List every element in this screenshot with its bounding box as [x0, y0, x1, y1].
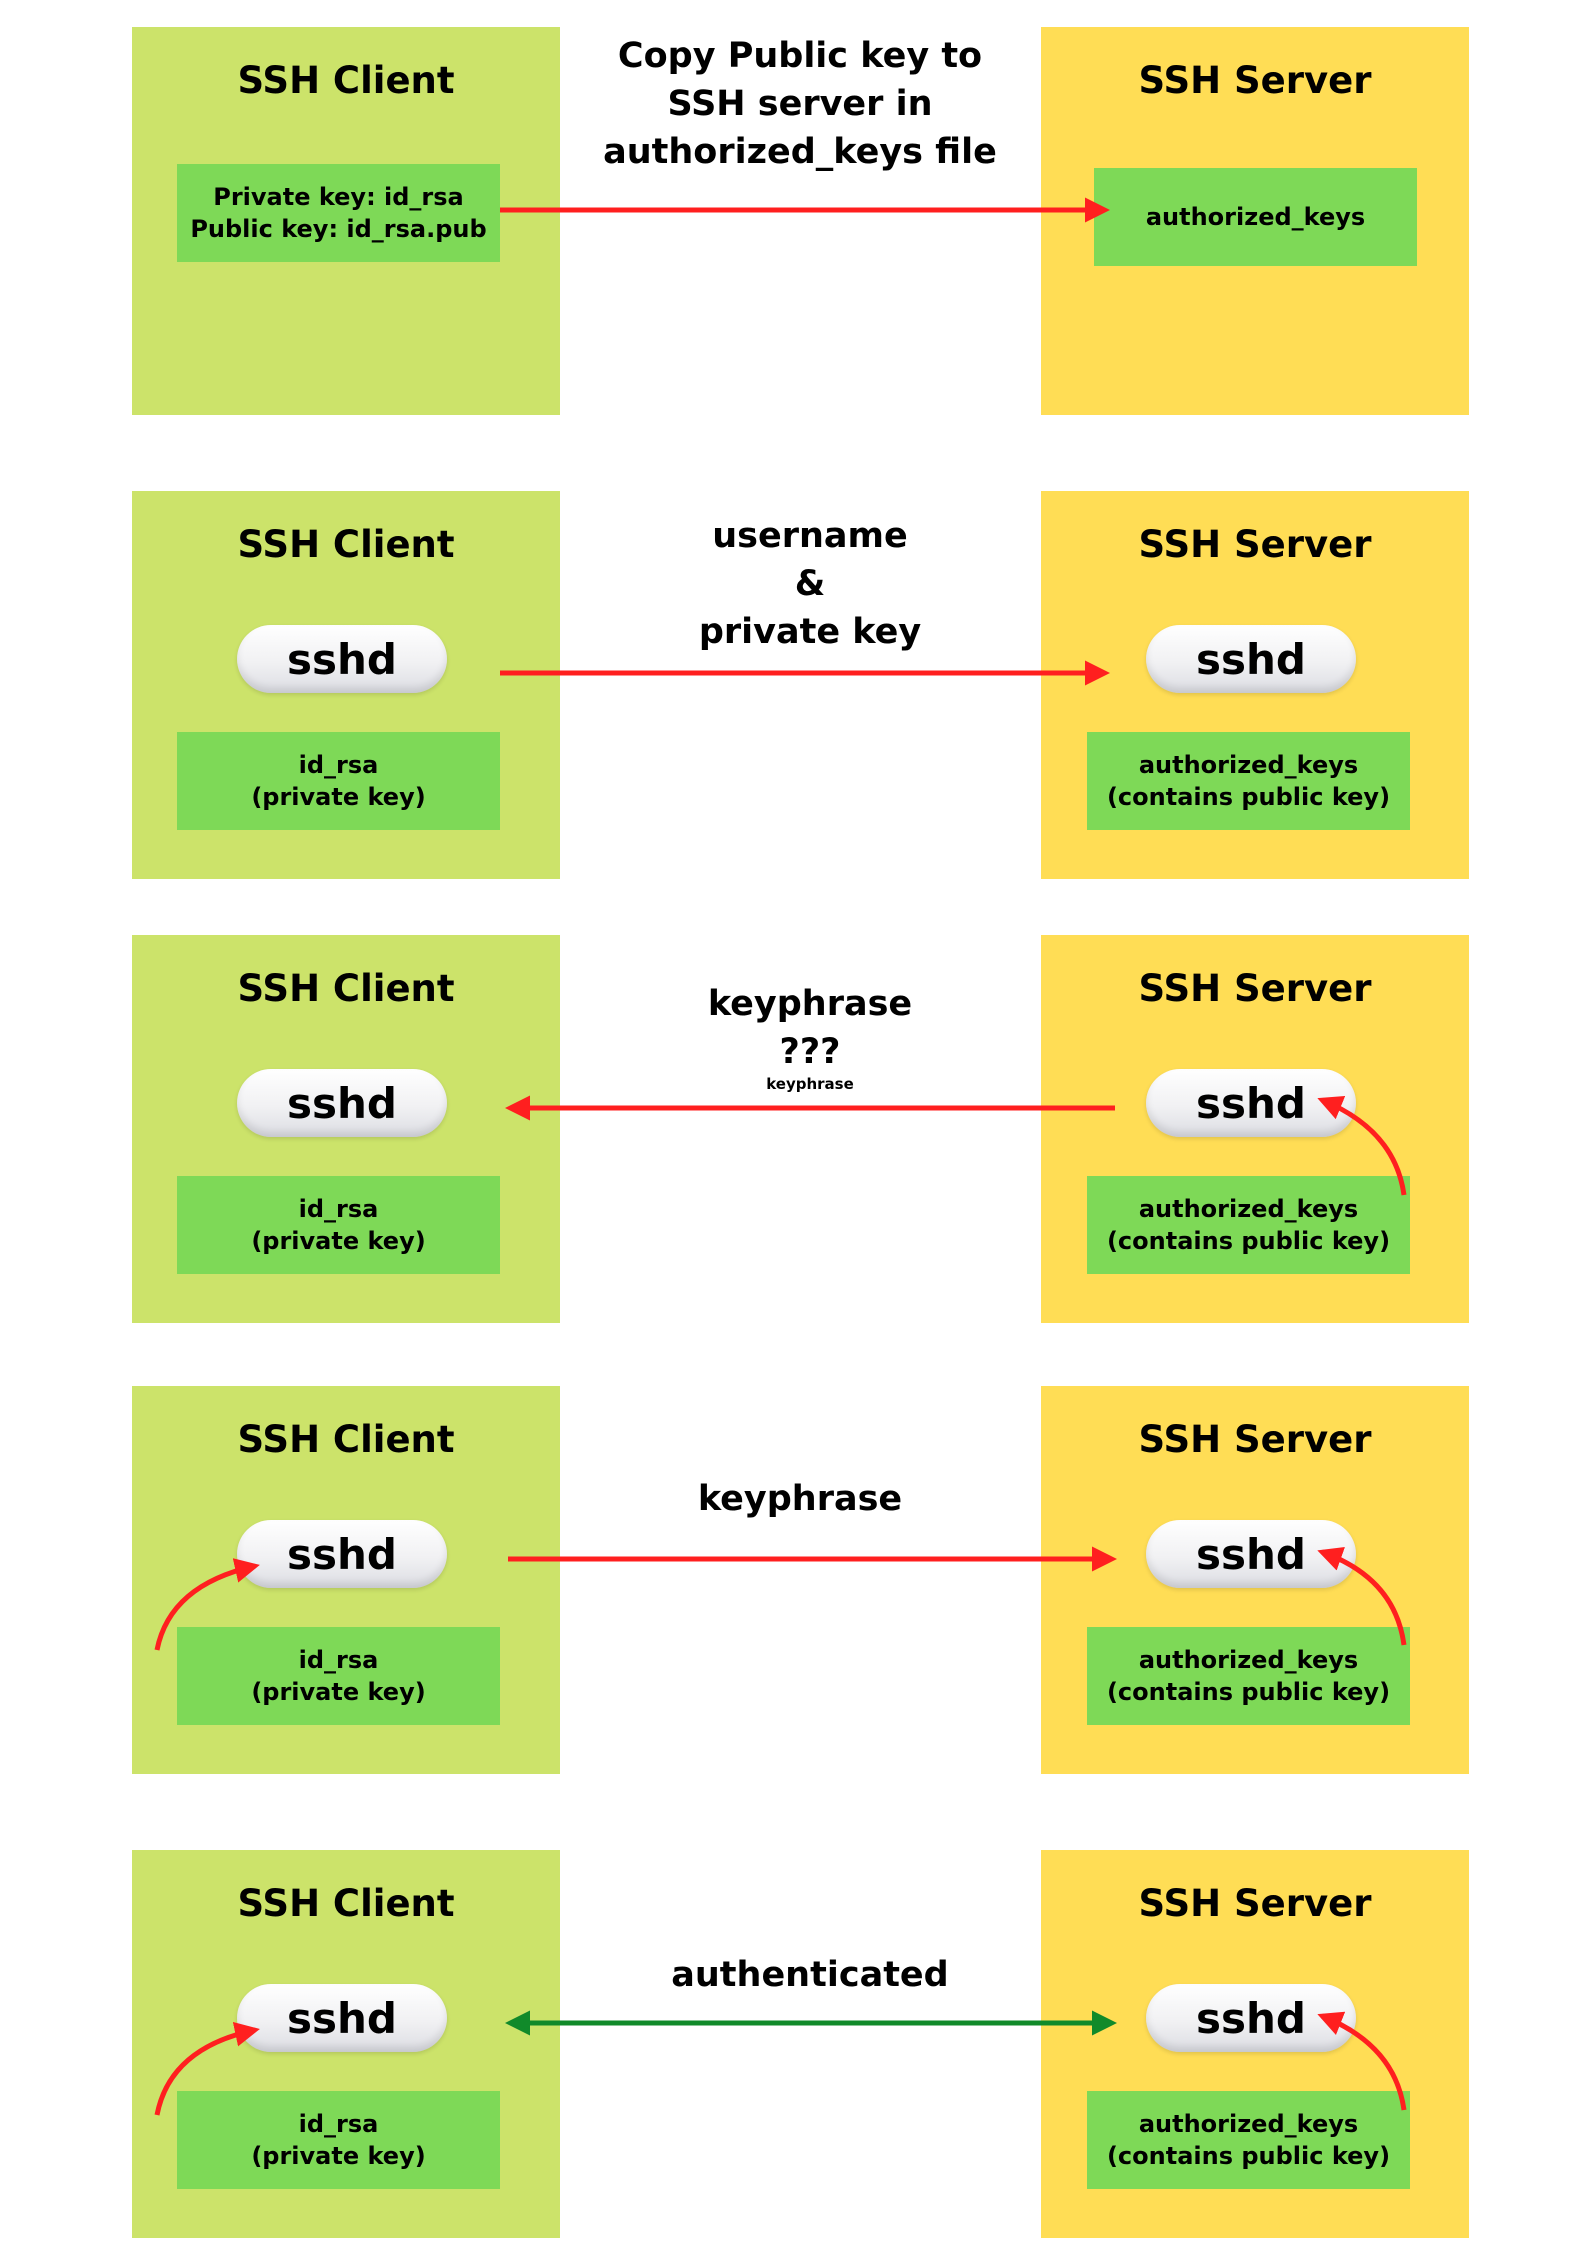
- step4-server-sshd: sshd: [1146, 1520, 1356, 1588]
- step3-server-title: SSH Server: [1138, 967, 1372, 1010]
- step3-client-panel: SSH Client sshd id_rsa (private key): [132, 935, 560, 1323]
- step3-client-sshd: sshd: [237, 1069, 447, 1137]
- step5-message: authenticated: [671, 1955, 949, 1995]
- step4-server-curve-arrow: [1317, 1546, 1407, 1646]
- step4-server-panel: SSH Server sshd authorized_keys (contain…: [1041, 1386, 1469, 1774]
- step5-server-sshd: sshd: [1146, 1984, 1356, 2052]
- step2-client-title: SSH Client: [237, 523, 455, 566]
- step2-message: username & private key: [698, 516, 922, 652]
- step5-server-curve-arrow: [1317, 2011, 1407, 2111]
- step2-client-keys: id_rsa (private key): [177, 732, 500, 830]
- step3-server-keys: authorized_keys (contains public key): [1087, 1176, 1410, 1274]
- step2-server-keys-label: authorized_keys (contains public key): [1106, 751, 1391, 811]
- step4-message: keyphrase: [697, 1479, 903, 1519]
- step1-server-keys-label: authorized_keys: [1145, 203, 1366, 231]
- step1-client-keys: Private key: id_rsa Public key: id_rsa.p…: [177, 164, 500, 262]
- step2-client-keys-label: id_rsa (private key): [251, 751, 426, 811]
- step1-server-title: SSH Server: [1138, 59, 1372, 102]
- step4-client-title: SSH Client: [237, 1418, 455, 1461]
- step3-server-curve-arrow: [1317, 1096, 1407, 1196]
- step1-client-title: SSH Client: [237, 59, 455, 102]
- step3-client-keys-label: id_rsa (private key): [251, 1195, 426, 1255]
- step5-server-panel: SSH Server sshd authorized_keys (contain…: [1041, 1850, 1469, 2238]
- step3-client-keys: id_rsa (private key): [177, 1176, 500, 1274]
- step4-server-keys-label: authorized_keys (contains public key): [1106, 1646, 1391, 1706]
- step5-client-sshd: sshd: [237, 1984, 447, 2052]
- step4-client-sshd: sshd: [237, 1520, 447, 1588]
- step2-server-sshd: sshd: [1146, 625, 1356, 693]
- step4-server-title: SSH Server: [1138, 1418, 1372, 1461]
- step1-server-panel: SSH Server authorized_keys: [1041, 27, 1469, 415]
- step2-server-keys: authorized_keys (contains public key): [1087, 732, 1410, 830]
- step5-client-panel: SSH Client sshd id_rsa (private key): [132, 1850, 560, 2238]
- step2-server-panel: SSH Server sshd authorized_keys (contain…: [1041, 491, 1469, 879]
- step1-client-keys-label: Private key: id_rsa Public key: id_rsa.p…: [190, 183, 487, 243]
- step3-sub-label: keyphrase: [766, 1075, 854, 1093]
- step1-client-panel: SSH Client Private key: id_rsa Public ke…: [132, 27, 560, 415]
- step2-server-title: SSH Server: [1138, 523, 1372, 566]
- step2-client-panel: SSH Client sshd id_rsa (private key): [132, 491, 560, 879]
- step5-server-title: SSH Server: [1138, 1882, 1372, 1925]
- step4-client-keys: id_rsa (private key): [177, 1627, 500, 1725]
- step5-client-curve-arrow: [154, 2021, 260, 2116]
- step4-client-keys-label: id_rsa (private key): [251, 1646, 426, 1706]
- step4-server-keys: authorized_keys (contains public key): [1087, 1627, 1410, 1725]
- step1-message: Copy Public key to SSH server in authori…: [603, 36, 997, 172]
- step5-server-keys-label: authorized_keys (contains public key): [1106, 2110, 1391, 2170]
- step3-server-keys-label: authorized_keys (contains public key): [1106, 1195, 1391, 1255]
- step5-client-title: SSH Client: [237, 1882, 455, 1925]
- step4-client-panel: SSH Client sshd id_rsa (private key): [132, 1386, 560, 1774]
- step5-server-keys: authorized_keys (contains public key): [1087, 2091, 1410, 2189]
- step4-client-curve-arrow: [154, 1558, 260, 1651]
- step1-server-keys: authorized_keys: [1094, 168, 1417, 266]
- step3-message: keyphrase ???: [707, 984, 913, 1072]
- step5-client-keys-label: id_rsa (private key): [251, 2110, 426, 2170]
- step3-client-title: SSH Client: [237, 967, 455, 1010]
- step2-client-sshd: sshd: [237, 625, 447, 693]
- step5-client-keys: id_rsa (private key): [177, 2091, 500, 2189]
